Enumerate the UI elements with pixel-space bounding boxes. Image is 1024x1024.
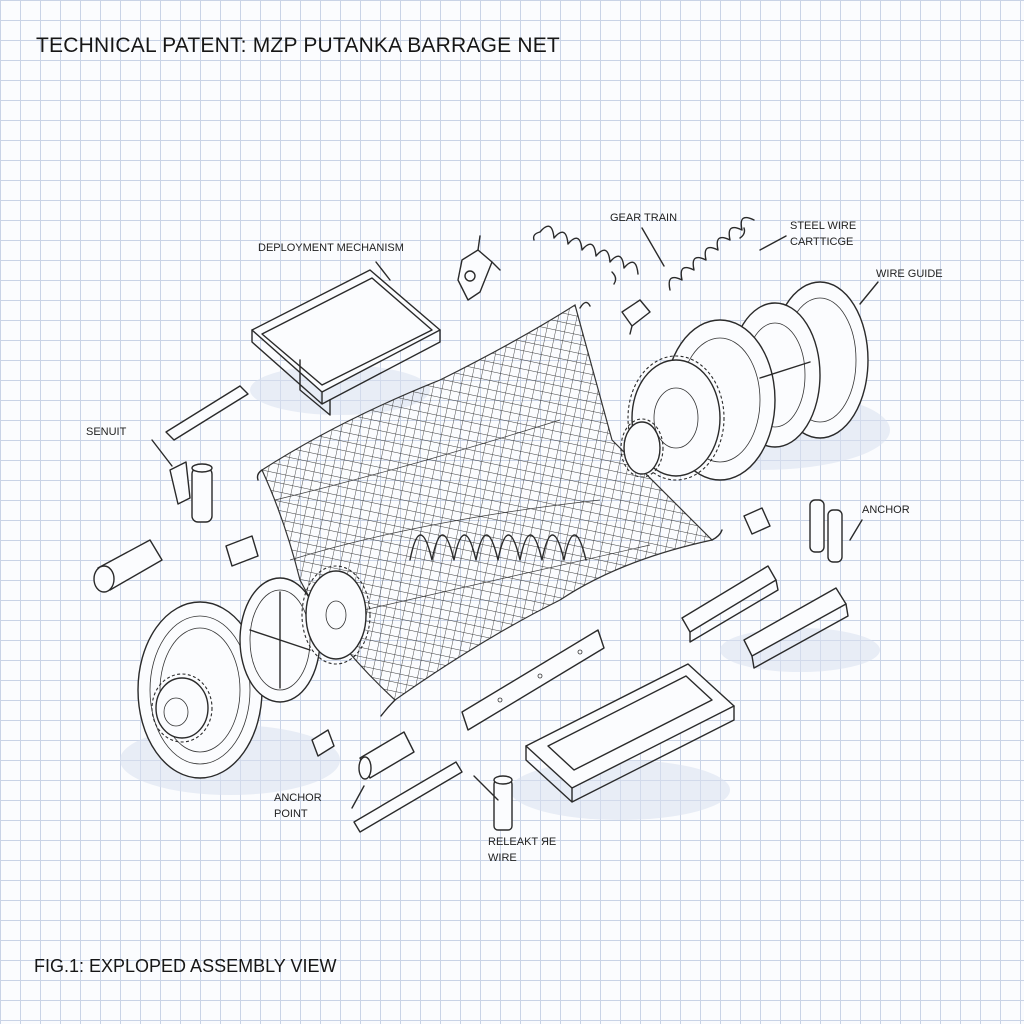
sleeve-bottom (358, 731, 415, 780)
label-senuit: SENUIT (86, 426, 127, 438)
release-wire-spool (493, 775, 513, 831)
flat-bar (461, 629, 605, 731)
label-gear-train: GEAR TRAIN (610, 212, 678, 224)
label-anchor: ANCHOR (862, 504, 910, 516)
label-release-wire-line2: WIRE (488, 852, 517, 864)
spring-right (668, 216, 755, 291)
spur-gear (301, 565, 371, 665)
deployment-mechanism-frame (251, 269, 441, 416)
figure-caption: FIG.1: EXPLOPED ASSEMBLY VIEW (34, 956, 337, 976)
leader-lines (151, 227, 879, 809)
label-release-wire-line1: RELEAKT ЯE (488, 836, 557, 848)
gear-train-assembly (620, 281, 869, 481)
bolt-small (621, 299, 651, 335)
drum-pulley (137, 601, 263, 779)
label-anchor-point-line2: POINT (274, 808, 308, 820)
clevis-pin (169, 461, 191, 505)
label-wire-guide: WIRE GUIDE (876, 268, 943, 280)
angle-bracket-b (743, 587, 849, 669)
base-frame (525, 663, 735, 803)
cylinder-sleeve (191, 463, 213, 523)
connector-plug (225, 535, 259, 567)
angle-bracket-a (681, 565, 779, 643)
barrage-net (256, 301, 723, 717)
label-steel-wire-line2: CARTTICGE (790, 236, 854, 248)
pin-rod (165, 385, 249, 441)
small-pin (311, 729, 335, 757)
roller-cylinder (93, 539, 163, 593)
label-steel-wire-line1: STEEL WIRE (790, 220, 857, 232)
label-anchor-point-line1: ANCHOR (274, 792, 322, 804)
anchor-cylinders (809, 499, 843, 563)
small-fitting (743, 507, 771, 535)
spring-left (532, 225, 639, 285)
clip-bracket (457, 235, 501, 301)
label-deployment-mechanism: DEPLOYMENT MECHANISM (258, 242, 404, 254)
drawing-title: TECHNICAL PATENT: MZP PUTANKA BARRAGE NE… (36, 34, 560, 57)
long-rod (353, 761, 463, 833)
